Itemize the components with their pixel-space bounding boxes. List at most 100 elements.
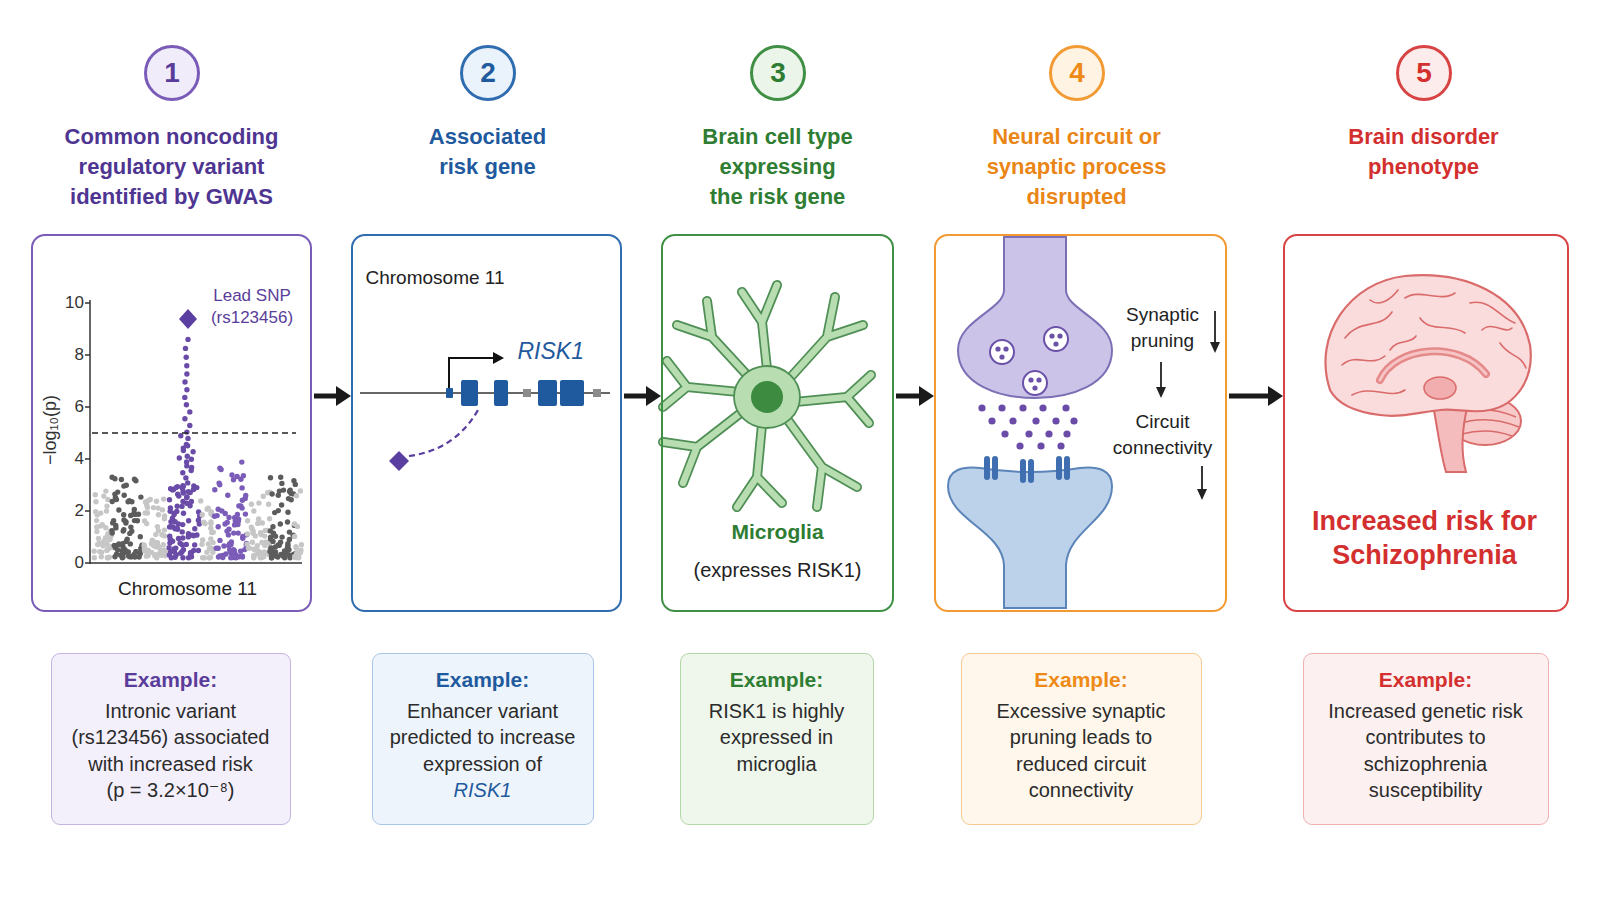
manhattan-dot [168, 509, 173, 514]
phenotype-label: Increased risk for Schizophrenia [1300, 504, 1550, 572]
manhattan-dot [112, 476, 117, 481]
manhattan-dot [112, 543, 117, 548]
example-heading: Example: [680, 667, 874, 693]
manhattan-dot [276, 493, 281, 498]
manhattan-dot [128, 541, 133, 546]
step-panel: Brain disorder phenotypeIncreased risk f… [1283, 234, 1569, 612]
process-label: Circuit connectivity [1107, 409, 1219, 461]
manhattan-dot [98, 523, 103, 528]
manhattan-dot [115, 489, 120, 494]
step-panel: Associated risk geneChromosome 11RISK1 [351, 234, 622, 612]
manhattan-dot [187, 409, 192, 414]
manhattan-dot [244, 541, 249, 546]
manhattan-dot [189, 457, 194, 462]
chromosome-label: Chromosome 11 [366, 266, 526, 290]
manhattan-dot [154, 555, 159, 560]
enhancer-variant-diamond [389, 451, 409, 471]
arrow-shaft [1229, 394, 1270, 399]
manhattan-dot [174, 509, 179, 514]
manhattan-dot [167, 534, 172, 539]
manhattan-dot [206, 506, 211, 511]
manhattan-dot [279, 534, 284, 539]
manhattan-dot [231, 477, 236, 482]
manhattan-dot [187, 503, 192, 508]
manhattan-dot [211, 530, 216, 535]
manhattan-dot [212, 487, 217, 492]
example-box: Example:Intronic variant (rs123456) asso… [51, 653, 291, 825]
cerebrum [1325, 275, 1530, 416]
manhattan-dot [253, 533, 258, 538]
step-circle: 3 [750, 45, 806, 101]
manhattan-dot [116, 507, 121, 512]
exon [538, 380, 557, 406]
manhattan-dot [131, 510, 136, 515]
manhattan-dot [296, 555, 301, 560]
presynaptic-terminal [958, 237, 1112, 398]
microglia-process-fill [663, 285, 871, 507]
manhattan-dot [228, 555, 233, 560]
enhancer-link [409, 410, 478, 456]
manhattan-dot [132, 477, 137, 482]
manhattan-dot [241, 473, 246, 478]
manhattan-dot [183, 475, 188, 480]
manhattan-dot [293, 482, 298, 487]
manhattan-dot [185, 480, 190, 485]
manhattan-dot [285, 519, 290, 524]
manhattan-dot [180, 522, 185, 527]
manhattan-dot [93, 509, 98, 514]
manhattan-dot [292, 521, 297, 526]
manhattan-dot [267, 516, 272, 521]
arrow-shaft [896, 394, 921, 399]
manhattan-dot [144, 554, 149, 559]
manhattan-dot [180, 499, 185, 504]
manhattan-dot [212, 514, 217, 519]
example-heading: Example: [372, 667, 594, 693]
step-number: 5 [1399, 48, 1449, 98]
manhattan-dot [129, 499, 134, 504]
manhattan-dot [190, 532, 195, 537]
y-axis [89, 300, 91, 564]
manhattan-dot [275, 554, 280, 559]
manhattan-dot [146, 498, 151, 503]
manhattan-dot [122, 493, 127, 498]
gene-name: RISK1 [518, 337, 598, 365]
manhattan-dot [239, 485, 244, 490]
manhattan-dot [255, 521, 260, 526]
manhattan-dot [294, 493, 299, 498]
manhattan-dots [91, 337, 304, 561]
manhattan-dot [184, 402, 189, 407]
manhattan-dot [183, 346, 188, 351]
manhattan-dot [151, 505, 156, 510]
manhattan-dot [95, 542, 100, 547]
manhattan-dot [184, 371, 189, 376]
manhattan-dot [224, 528, 229, 533]
manhattan-dot [94, 529, 99, 534]
manhattan-dot [258, 532, 263, 537]
manhattan-dot [207, 555, 212, 560]
step-heading: Common noncoding regulatory variant iden… [37, 122, 307, 212]
manhattan-dot [278, 475, 283, 480]
manhattan-dot [113, 525, 118, 530]
manhattan-dot [162, 516, 167, 521]
receptors [984, 456, 1070, 483]
manhattan-dot [99, 554, 104, 559]
manhattan-dot [184, 429, 189, 434]
step-heading: Neural circuit or synaptic process disru… [982, 122, 1172, 212]
thalamus [1424, 377, 1456, 399]
manhattan-dot [175, 492, 180, 497]
flow-arrow [314, 386, 351, 406]
manhattan-dot [156, 528, 161, 533]
manhattan-dot [104, 508, 109, 513]
manhattan-dot [192, 526, 197, 531]
step-number: 4 [1052, 48, 1102, 98]
manhattan-dot [105, 545, 110, 550]
manhattan-dot [184, 495, 189, 500]
example-box: Example:Excessive synaptic pruning leads… [961, 653, 1202, 825]
manhattan-dot [179, 485, 184, 490]
tick-label: 2 [54, 500, 84, 522]
manhattan-dot [189, 468, 194, 473]
postsynaptic-terminal [948, 468, 1112, 608]
manhattan-dot [239, 459, 244, 464]
manhattan-dot [235, 512, 240, 517]
